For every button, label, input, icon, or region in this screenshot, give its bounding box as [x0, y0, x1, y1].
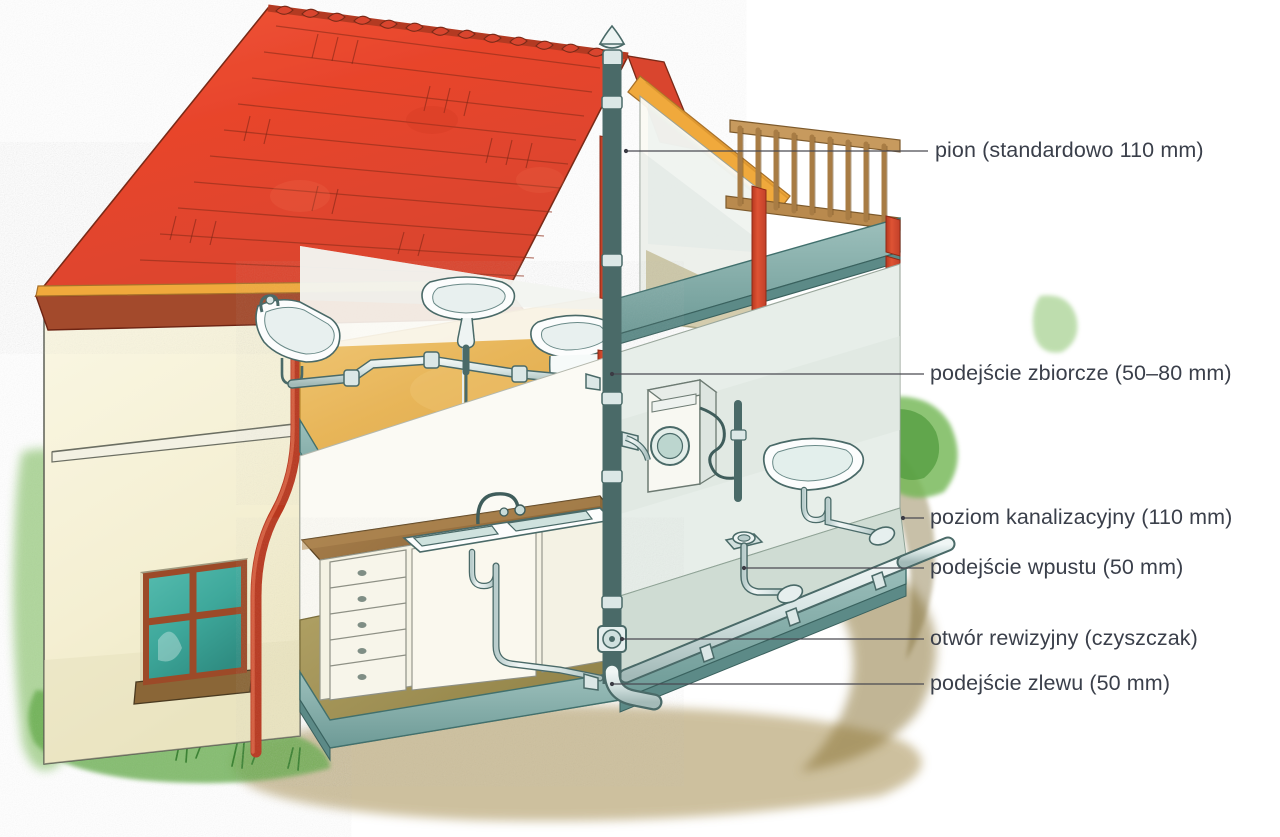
sewer-horizontal-line-group	[618, 526, 956, 684]
ridge-tiles	[267, 4, 629, 60]
bathtub-group	[255, 294, 341, 386]
leader-anchors-group	[609, 148, 906, 687]
washing-machine-group	[646, 378, 747, 502]
floor-drain-group	[724, 531, 794, 596]
stack-branch-sink	[583, 673, 599, 691]
downpipe-left-group	[250, 246, 302, 758]
leader-lines-group	[612, 150, 928, 685]
washbasin-lower-group	[762, 437, 884, 538]
kitchen-drawers	[329, 549, 407, 701]
kitchen-group	[300, 492, 614, 701]
kitchen-sink-group	[402, 492, 614, 682]
label-pion: pion (standardowo 110 mm)	[935, 138, 1204, 162]
left-exterior-wall-group	[43, 245, 302, 765]
cleanout-group	[597, 625, 627, 653]
upper-branch-pipes-group	[287, 344, 611, 389]
stack-branch-upper	[585, 373, 601, 391]
shrub-right-group	[875, 295, 1078, 498]
label-podejscie-zbiorcze: podejście zbiorcze (50–80 mm)	[930, 361, 1232, 385]
label-podejscie-wpustu: podejście wpustu (50 mm)	[930, 555, 1184, 579]
label-poziom-kanalizacyjny: poziom kanalizacyjny (110 mm)	[930, 505, 1233, 529]
balcony-railing-group	[725, 119, 901, 231]
window-left-group	[133, 558, 253, 705]
stack-branch-lower	[621, 431, 651, 461]
label-otwor-rewizyjny: otwór rewizyjny (czyszczak)	[930, 626, 1198, 650]
label-podejscie-zlewu: podejście zlewu (50 mm)	[930, 671, 1171, 695]
